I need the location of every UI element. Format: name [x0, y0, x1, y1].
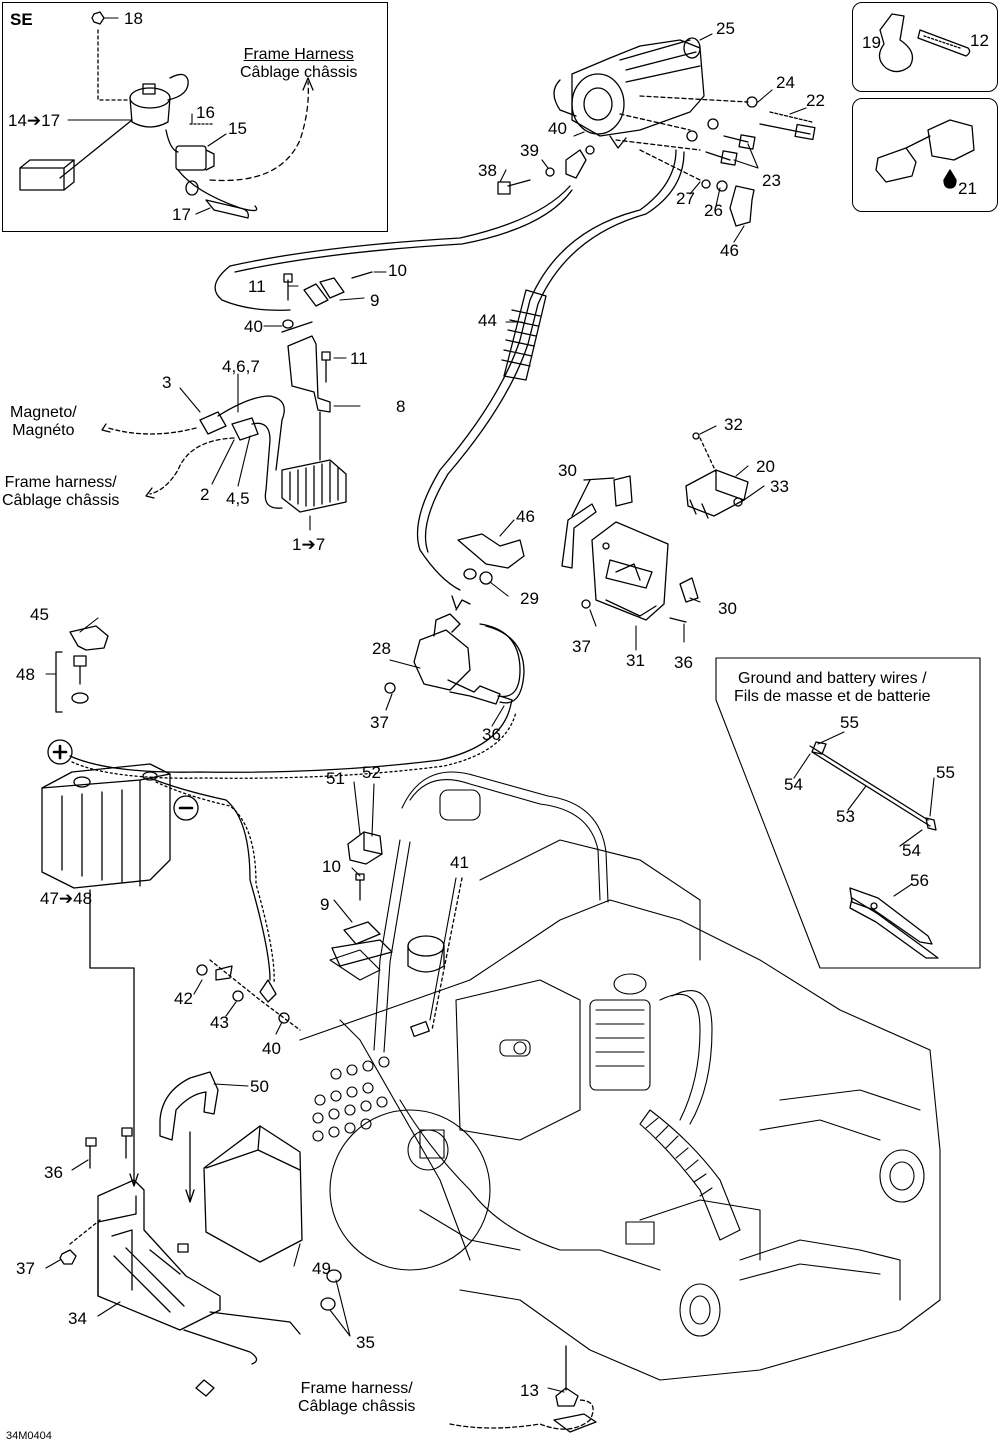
callout-55-right: 55 [936, 763, 955, 782]
callout-3: 3 [162, 373, 172, 392]
ties-and-connector [875, 13, 975, 189]
ground-battery-note: Ground and battery wires / Fils de masse… [734, 670, 931, 706]
callout-36-lower: 36 [44, 1163, 63, 1182]
callout-10-top: 10 [388, 261, 407, 280]
ground-battery-fr: Fils de masse et de batterie [734, 688, 931, 705]
callout-36-mid: 36 [674, 653, 693, 672]
callout-33: 33 [770, 477, 789, 496]
callout-32: 32 [724, 415, 743, 434]
callout-55-left: 55 [840, 713, 859, 732]
callout-18: 18 [124, 9, 143, 28]
callout-37-mid: 37 [572, 637, 591, 656]
callout-11-top: 11 [248, 277, 266, 296]
se-inset-box [2, 2, 388, 232]
se-frame-harness-note: Frame Harness Câblage châssis [240, 46, 357, 82]
callout-31: 31 [626, 651, 645, 670]
callout-20: 20 [756, 457, 775, 476]
starter-motor [497, 37, 816, 227]
magneto-en: Magneto/ [10, 404, 77, 421]
callout-12: 12 [970, 31, 989, 50]
callout-36-solenoid: 36 [482, 725, 501, 744]
callout-43: 43 [210, 1013, 229, 1032]
callout-24: 24 [776, 73, 795, 92]
battery-group [41, 625, 517, 1203]
se-frame-harness-en: Frame Harness [243, 46, 354, 63]
callout-22: 22 [806, 91, 825, 110]
callout-leaders [45, 17, 935, 1393]
ground-battery-en: Ground and battery wires / [738, 670, 927, 687]
connector-51-52 [196, 831, 463, 1038]
callout-17: 17 [172, 205, 191, 224]
callout-29: 29 [520, 589, 539, 608]
callout-1-7: 1➔7 [292, 535, 326, 554]
callout-15: 15 [228, 119, 247, 138]
callout-40-top: 40 [548, 119, 567, 138]
callout-48: 48 [16, 665, 35, 684]
callout-16: 16 [196, 103, 215, 122]
magneto-note: Magneto/ Magnéto [10, 404, 77, 440]
callout-14-17: 14➔17 [8, 111, 61, 130]
callout-13: 13 [520, 1381, 539, 1400]
callout-42: 42 [174, 989, 193, 1008]
callout-11-mid: 11 [350, 349, 368, 368]
callout-9-lower: 9 [320, 895, 330, 914]
callout-28: 28 [372, 639, 391, 658]
tie-inset-box [852, 2, 998, 92]
callout-40-mid: 40 [244, 317, 263, 336]
se-inset-parts [19, 11, 314, 219]
ground-battery-wires [715, 657, 981, 969]
callout-26: 26 [704, 201, 723, 220]
frame-harness-mid-fr: Câblage châssis [2, 492, 120, 509]
callout-35: 35 [356, 1333, 375, 1352]
callout-9-top: 9 [370, 291, 380, 310]
callout-27: 27 [676, 189, 695, 208]
callout-37-solenoid: 37 [370, 713, 389, 732]
callout-30-top: 30 [558, 461, 577, 480]
callout-54-right: 54 [902, 841, 921, 860]
callout-4-5: 4,5 [226, 489, 250, 508]
callout-8: 8 [396, 397, 406, 416]
callout-25: 25 [716, 19, 735, 38]
callout-52: 52 [362, 763, 381, 782]
callout-38: 38 [478, 161, 497, 180]
callout-56: 56 [910, 871, 929, 890]
frame-harness-mid-en: Frame harness/ [4, 474, 117, 491]
callout-10-lower: 10 [322, 857, 341, 876]
battery-box-group [59, 1071, 597, 1433]
frame-harness-mid-note: Frame harness/ Câblage châssis [2, 474, 119, 510]
callout-40-lower: 40 [262, 1039, 281, 1058]
callout-39: 39 [520, 141, 539, 160]
magneto-fr: Magnéto [12, 422, 75, 439]
rectifier-assembly [101, 271, 373, 513]
callout-51: 51 [326, 769, 345, 788]
vehicle-frame [299, 771, 941, 1381]
se-inset-title: SE [10, 10, 33, 29]
callout-41: 41 [450, 853, 469, 872]
callout-23: 23 [762, 171, 781, 190]
se-frame-harness-fr: Câblage châssis [240, 64, 358, 81]
callout-21: 21 [958, 179, 977, 198]
callout-47-48: 47➔48 [40, 889, 93, 908]
frame-harness-bottom-note: Frame harness/ Câblage châssis [298, 1380, 415, 1416]
callout-45: 45 [30, 605, 49, 624]
callout-19: 19 [862, 33, 881, 52]
callout-2: 2 [200, 485, 210, 504]
drawing-code: 34M0404 [6, 1430, 52, 1442]
frame-harness-bottom-en: Frame harness/ [300, 1380, 413, 1397]
callout-37-lower: 37 [16, 1259, 35, 1278]
callout-46-top: 46 [720, 241, 739, 260]
callout-50: 50 [250, 1077, 269, 1096]
connector-inset-box [852, 98, 998, 212]
callout-34: 34 [68, 1309, 87, 1328]
callout-53: 53 [836, 807, 855, 826]
callout-44: 44 [478, 311, 497, 330]
callout-46-mid: 46 [516, 507, 535, 526]
callout-30-right: 30 [718, 599, 737, 618]
callout-54-left: 54 [784, 775, 803, 794]
callout-49: 49 [312, 1259, 331, 1278]
harness-lines [214, 149, 685, 591]
callout-4-6-7: 4,6,7 [222, 357, 260, 376]
frame-harness-bottom-fr: Câblage châssis [298, 1398, 416, 1415]
